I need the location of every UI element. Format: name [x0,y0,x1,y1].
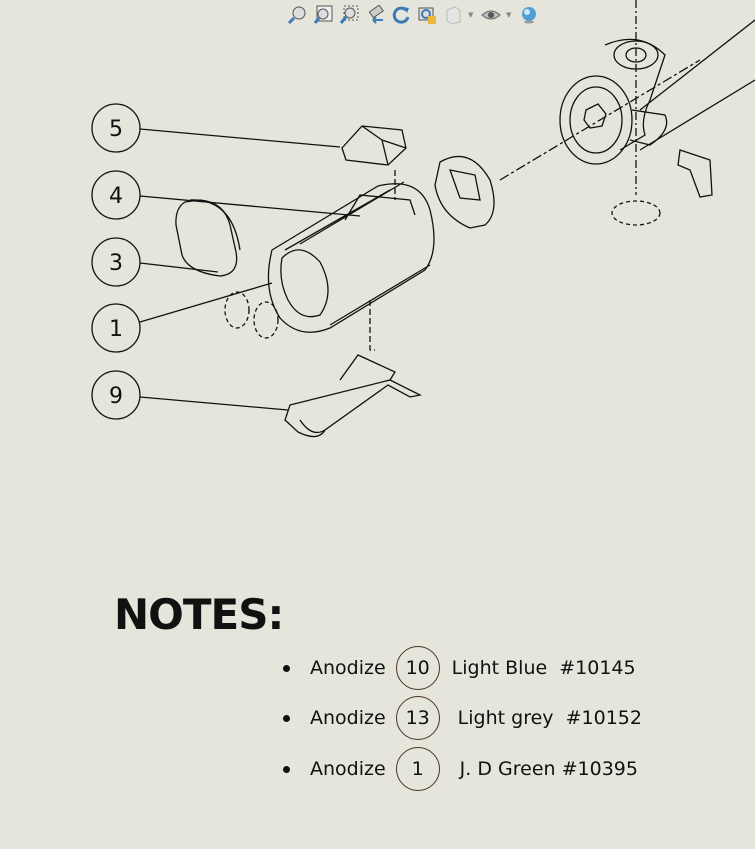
balloon-1[interactable]: 1 [91,282,273,353]
display-style-dropdown-icon[interactable]: ▼ [468,11,474,19]
note-action: Anodize [310,657,386,679]
part-5-cap[interactable] [341,125,407,166]
display-style-icon [446,6,461,25]
zoom-to-fit-icon [287,6,306,25]
bullet-icon [283,664,290,672]
rotate-icon [392,6,410,24]
note-color: Light Blue #10145 [451,657,636,679]
hide-show-icon [481,10,501,20]
view-settings-icon [418,7,436,24]
appearance-icon [522,7,536,24]
zoom-to-fit-button[interactable] [286,4,308,26]
previous-view-icon [368,5,384,24]
item-balloon: 1 [395,747,440,791]
balloon-9[interactable]: 9 [91,370,289,420]
part-1-housing[interactable] [224,170,435,351]
note-item: Anodize 1 J. D Green #10395 [280,747,638,791]
display-style-button[interactable] [442,4,464,26]
zoom-in-out-button[interactable] [338,4,360,26]
bullet-icon [283,714,290,722]
balloon-3[interactable]: 3 [91,237,219,287]
note-action: Anodize [310,758,386,780]
zoom-to-area-button[interactable] [312,4,334,26]
part-9-clip[interactable] [284,354,422,438]
note-item: Anodize 10 Light Blue #10145 [280,646,636,690]
note-color: Light grey #10152 [457,707,642,729]
hide-show-button[interactable] [480,4,502,26]
zoom-to-area-icon [313,5,333,24]
notes-title: NOTES: [114,590,284,639]
note-color: J. D Green #10395 [459,758,638,780]
item-balloon: 10 [395,646,440,690]
view-toolbar: ▼ ▼ [286,3,540,27]
balloon-label: 3 [109,251,123,276]
hide-show-dropdown-icon[interactable]: ▼ [506,11,512,19]
appearance-button[interactable] [518,4,540,26]
balloon-label: 9 [109,384,123,409]
note-item: Anodize 13 Light grey #10152 [280,696,642,740]
view-settings-button[interactable] [416,4,438,26]
balloon-label: 5 [109,117,123,142]
rotate-view-button[interactable] [390,4,412,26]
previous-view-button[interactable] [364,4,386,26]
balloon-4[interactable]: 4 [91,170,361,220]
zoom-in-out-icon [339,5,359,24]
balloon-5[interactable]: 5 [91,103,341,153]
bullet-icon [283,765,290,773]
balloon-label: 4 [109,184,123,209]
note-action: Anodize [310,707,386,729]
part-4-endcap[interactable] [434,155,495,229]
balloon-label: 1 [109,317,123,342]
explode-line [499,59,701,181]
mount-assembly[interactable] [559,0,755,226]
part-3-lens[interactable] [175,199,241,277]
item-balloon: 13 [395,696,440,740]
